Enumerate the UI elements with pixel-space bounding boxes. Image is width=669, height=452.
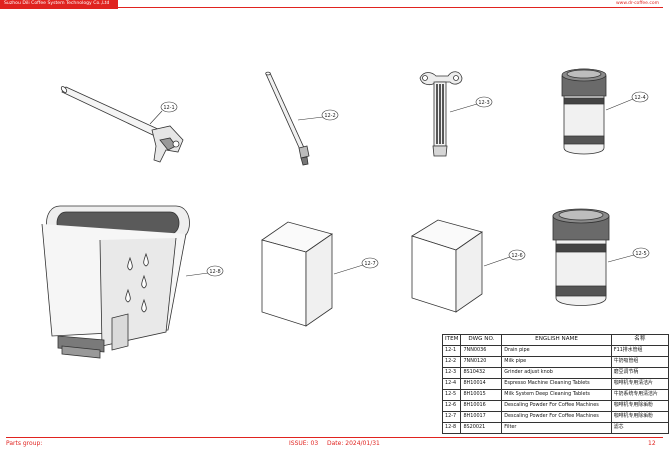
callout-label: 12-4 — [634, 95, 645, 101]
cell-item: 12-4 — [441, 378, 462, 390]
table-header-row: ITEM DWG NO. ENGLISH NAME 名称 — [441, 334, 669, 346]
tablets-jar-illustration — [561, 68, 607, 155]
table-row: 12-7 8H10017 Descaling Powder For Coffee… — [441, 411, 669, 423]
header-english-name: ENGLISH NAME — [501, 334, 612, 346]
water-filter-illustration — [41, 205, 190, 359]
cell-dwg: 8H10016 — [460, 400, 503, 412]
cell-cn: 咖啡机专用清洁片 — [610, 378, 669, 390]
cell-dwg: 8H10017 — [460, 411, 503, 423]
table-row: 12-6 8H10016 Descaling Powder For Coffee… — [441, 400, 669, 412]
cell-name: Milk pipe — [501, 356, 612, 368]
cell-item: 12-2 — [441, 356, 462, 368]
grinder-knob-illustration — [419, 71, 463, 157]
cell-name: Descaling Powder For Coffee Machines — [501, 411, 612, 423]
cell-item: 12-5 — [441, 389, 462, 401]
cell-name: Descaling Powder For Coffee Machines — [501, 400, 612, 412]
cell-item: 12-3 — [441, 367, 462, 379]
footer-parts-group: Parts group: — [6, 440, 43, 447]
cell-name: Drain pipe — [501, 345, 612, 357]
table-row: 12-3 8S10432 Grinder adjust knob 磨豆调节柄 — [441, 367, 669, 379]
cell-cn: 牛奶系统专用清洁片 — [610, 389, 669, 401]
cell-name: Grinder adjust knob — [501, 367, 612, 379]
cell-item: 12-8 — [441, 422, 462, 434]
header-bar: Suzhou Dili Coffee System Technology Co.… — [0, 0, 118, 9]
header-item: ITEM — [441, 334, 462, 346]
descaling-box-a-illustration — [411, 219, 483, 313]
cell-dwg: 8S10432 — [460, 367, 503, 379]
cell-item: 12-6 — [441, 400, 462, 412]
milk-pipe-illustration — [265, 71, 310, 166]
callout-label: 12-3 — [478, 100, 489, 106]
table-row: 12-2 7NN0120 Milk pipe 牛奶吸管组 — [441, 356, 669, 368]
callout-label: 12-2 — [324, 113, 335, 119]
deep-clean-jar-illustration — [552, 208, 610, 306]
cell-dwg: 8S20021 — [460, 422, 503, 434]
cell-name: Milk System Deep Cleaning Tablets — [501, 389, 612, 401]
footer-issue: ISSUE: 03 — [289, 440, 319, 447]
header-rule — [118, 7, 663, 8]
callout-label: 12-7 — [364, 261, 375, 267]
table-row: 12-8 8S20021 Filter 滤芯 — [441, 422, 669, 434]
cell-dwg: 8H10015 — [460, 389, 503, 401]
table-row: 12-4 8H10014 Espresso Machine Cleaning T… — [441, 378, 669, 390]
cell-item: 12-1 — [441, 345, 462, 357]
callout-label: 12-6 — [511, 253, 522, 259]
parts-table: ITEM DWG NO. ENGLISH NAME 名称 12-1 7NN003… — [441, 334, 669, 434]
cell-dwg: 7NN0036 — [460, 345, 503, 357]
footer-date: Date: 2024/01/31 — [327, 440, 380, 447]
table-row: 12-1 7NN0036 Drain pipe F11排水管组 — [441, 345, 669, 357]
header-chinese-name: 名称 — [610, 334, 669, 346]
callout-label: 12-1 — [163, 105, 174, 111]
cell-name: Espresso Machine Cleaning Tablets — [501, 378, 612, 390]
cell-cn: F11排水管组 — [610, 345, 669, 357]
drain-pipe-illustration — [60, 86, 184, 163]
cell-dwg: 7NN0120 — [460, 356, 503, 368]
website: www.dr-coffee.com — [615, 1, 659, 6]
cell-name: Filter — [501, 422, 612, 434]
cell-cn: 咖啡机专用除垢粉 — [610, 400, 669, 412]
header-dwg-no: DWG NO. — [460, 334, 503, 346]
footer-page-number: 12 — [648, 440, 656, 447]
cell-item: 12-7 — [441, 411, 462, 423]
descaling-box-b-illustration — [261, 221, 333, 327]
company-name: Suzhou Dili Coffee System Technology Co.… — [4, 1, 110, 6]
cell-cn: 磨豆调节柄 — [610, 367, 669, 379]
cell-cn: 牛奶吸管组 — [610, 356, 669, 368]
cell-cn: 滤芯 — [610, 422, 669, 434]
cell-cn: 咖啡机专用除垢粉 — [610, 411, 669, 423]
table-row: 12-5 8H10015 Milk System Deep Cleaning T… — [441, 389, 669, 401]
callout-label: 12-8 — [209, 269, 220, 275]
footer-rule — [6, 437, 663, 438]
callout-label: 12-5 — [635, 251, 646, 257]
cell-dwg: 8H10014 — [460, 378, 503, 390]
